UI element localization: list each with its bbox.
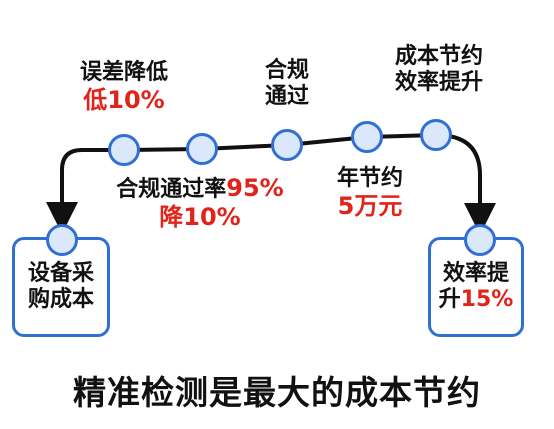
- error-reduction-value: 低10%: [83, 85, 165, 114]
- compliance-rate-sub: 降10%: [159, 202, 241, 231]
- compliance-pass-line1: 合规: [264, 58, 309, 83]
- efficiency-line1: 效率提: [442, 261, 509, 287]
- node-annual-saving: [351, 121, 383, 153]
- efficiency-line2-prefix: 升: [438, 287, 461, 312]
- cost-efficiency-line2: 效率提升: [394, 69, 483, 95]
- label-compliance-pass: 合规 通过: [245, 58, 329, 110]
- label-compliance-rate: 合规通过率95% 降10%: [102, 174, 298, 231]
- node-compliance-rate: [186, 133, 218, 165]
- compliance-pass-line2: 通过: [264, 83, 309, 109]
- node-compliance-pass: [271, 129, 303, 161]
- page-title: 精准检测是最大的成本节约: [73, 373, 481, 412]
- efficiency-value: 15%: [460, 287, 514, 312]
- node-error-reduction: [108, 134, 140, 166]
- annual-saving-value: 5万元: [337, 191, 403, 220]
- cost-efficiency-line1: 成本节约: [394, 44, 483, 69]
- equipment-cost-line2: 购成本: [27, 287, 94, 312]
- node-right-box: [464, 224, 496, 256]
- label-cost-efficiency: 成本节约 效率提升: [380, 44, 498, 96]
- label-error-reduction: 误差降低 低10%: [64, 60, 184, 114]
- annual-saving-title: 年节约: [336, 166, 403, 191]
- node-left-box: [46, 224, 78, 256]
- node-cost-efficiency: [420, 119, 452, 151]
- equipment-cost-line1: 设备采: [27, 261, 94, 287]
- compliance-rate-text: 合规通过率: [116, 177, 227, 202]
- error-reduction-title: 误差降低: [79, 60, 168, 85]
- compliance-rate-value: 95%: [226, 174, 284, 202]
- label-annual-saving: 年节约 5万元: [322, 166, 418, 220]
